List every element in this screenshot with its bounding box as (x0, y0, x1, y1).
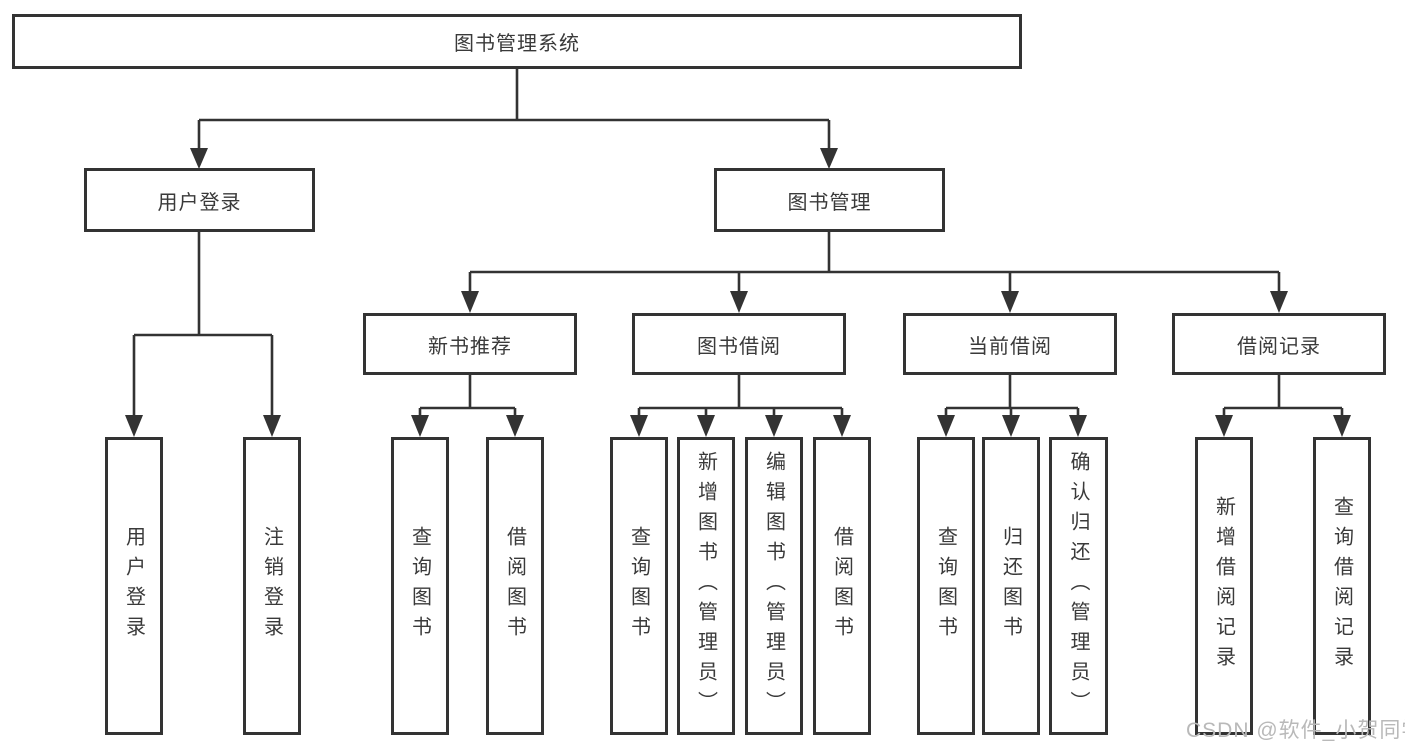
node-label: 查询借阅记录 (1330, 496, 1353, 676)
arrowhead (411, 415, 429, 437)
node-query-borrow-record: 查询借阅记录 (1313, 437, 1371, 735)
connector-root (197, 69, 831, 150)
node-label: 新增借阅记录 (1212, 496, 1235, 676)
arrowhead (1333, 415, 1351, 437)
arrowhead (820, 148, 838, 169)
node-query-books-recommend: 查询图书 (391, 437, 449, 735)
arrowhead (263, 415, 281, 437)
connector-book-borrowing (637, 375, 844, 417)
node-current-borrowing: 当前借阅 (903, 313, 1117, 375)
connector-current-borrowing (944, 375, 1080, 417)
node-label: 注销登录 (260, 526, 283, 646)
arrowhead (937, 415, 955, 437)
watermark: CSDN @软件_小贺同学 (1186, 719, 1405, 742)
arrowhead (1001, 291, 1019, 313)
node-label: 当前借阅 (968, 335, 1052, 358)
node-label: 图书借阅 (697, 335, 781, 358)
arrowhead (506, 415, 524, 437)
node-label: 图书管理 (787, 191, 872, 214)
node-borrow-books-recommend: 借阅图书 (486, 437, 544, 735)
node-label: 查询图书 (408, 526, 431, 646)
arrowhead (833, 415, 851, 437)
node-user-login: 用户登录 (84, 168, 315, 232)
node-query-books-borrowing: 查询图书 (610, 437, 668, 735)
node-label: 用户登录 (157, 191, 242, 214)
arrowhead (1215, 415, 1233, 437)
node-label: 借阅记录 (1237, 335, 1321, 358)
node-borrowing-records: 借阅记录 (1172, 313, 1386, 375)
connector-new-book-recommend (418, 375, 517, 417)
arrowhead (630, 415, 648, 437)
node-label: 用户登录 (122, 526, 145, 646)
node-return-books: 归还图书 (982, 437, 1040, 735)
node-label: 借阅图书 (830, 526, 853, 646)
node-label: 图书管理系统 (454, 33, 580, 55)
node-label: 编辑图书（管理员） (762, 451, 785, 721)
node-label: 新增图书（管理员） (694, 451, 717, 721)
node-label: 新书推荐 (428, 335, 512, 358)
arrowhead (461, 291, 479, 313)
node-add-borrow-record: 新增借阅记录 (1195, 437, 1253, 735)
node-edit-books-admin: 编辑图书（管理员） (745, 437, 803, 735)
arrowhead (1002, 415, 1020, 437)
node-confirm-return-admin: 确认归还（管理员） (1049, 437, 1108, 735)
arrowhead (1270, 291, 1288, 313)
node-label: 归还图书 (999, 526, 1022, 646)
arrowhead (125, 415, 143, 437)
arrowhead (765, 415, 783, 437)
node-logout: 注销登录 (243, 437, 301, 735)
node-label: 查询图书 (934, 526, 957, 646)
node-library-system: 图书管理系统 (12, 14, 1022, 69)
arrowhead (1069, 415, 1087, 437)
arrowhead (697, 415, 715, 437)
connector-book-management (468, 232, 1281, 293)
arrowhead (730, 291, 748, 313)
node-book-borrowing: 图书借阅 (632, 313, 846, 375)
node-borrow-books: 借阅图书 (813, 437, 871, 735)
node-label: 查询图书 (627, 526, 650, 646)
node-book-management: 图书管理 (714, 168, 945, 232)
node-new-book-recommend: 新书推荐 (363, 313, 577, 375)
connector-borrowing-records (1222, 375, 1344, 417)
node-user-login-leaf: 用户登录 (105, 437, 163, 735)
node-label: 借阅图书 (503, 526, 526, 646)
node-label: 确认归还（管理员） (1067, 451, 1089, 721)
connector-user-login (132, 232, 274, 417)
arrowhead (190, 148, 208, 169)
node-query-books-current: 查询图书 (917, 437, 975, 735)
node-add-books-admin: 新增图书（管理员） (677, 437, 735, 735)
